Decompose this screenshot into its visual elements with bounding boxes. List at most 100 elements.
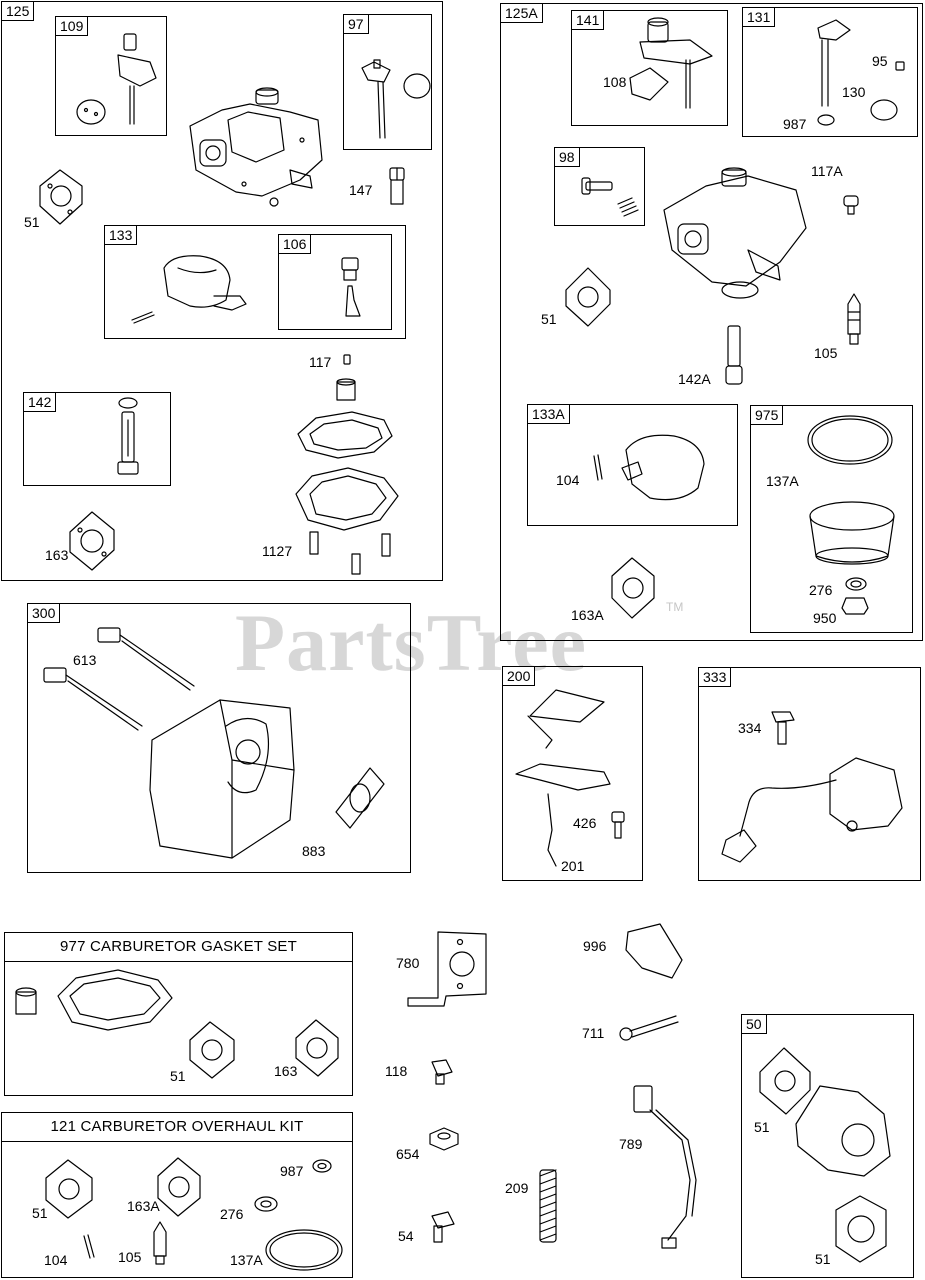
label-654: 654 bbox=[396, 1146, 420, 1162]
part-1127-screws bbox=[309, 531, 391, 575]
part-121-104-pin bbox=[83, 1234, 95, 1259]
box-975-tag: 975 bbox=[750, 405, 784, 425]
part-780-bracket bbox=[407, 931, 487, 1007]
label-51-kit-977: 51 bbox=[170, 1068, 186, 1084]
part-121-gasket-163a bbox=[157, 1157, 201, 1217]
kit-977-title: 977 CARBURETOR GASKET SET bbox=[5, 933, 352, 962]
part-133-float bbox=[131, 255, 247, 324]
label-987-kit-121: 987 bbox=[280, 1163, 304, 1179]
part-106-needle-seat bbox=[341, 257, 361, 317]
part-97-throttle-shaft bbox=[361, 59, 431, 139]
box-98-tag: 98 bbox=[554, 147, 580, 167]
label-780: 780 bbox=[396, 955, 420, 971]
label-163-gasket-125: 163 bbox=[45, 547, 69, 563]
part-977-gasket-51 bbox=[189, 1021, 235, 1079]
box-133-tag: 133 bbox=[104, 225, 138, 245]
part-975-bowl bbox=[809, 501, 895, 565]
part-141-choke-shaft bbox=[629, 17, 713, 109]
box-141: 141 bbox=[571, 10, 728, 126]
kit-977-gasket-set: 977 CARBURETOR GASKET SET bbox=[4, 932, 353, 1096]
label-95: 95 bbox=[872, 53, 888, 69]
box-125a-tag: 125A bbox=[500, 3, 543, 23]
box-106: 106 bbox=[278, 234, 392, 330]
label-51-gasket-125: 51 bbox=[24, 214, 40, 230]
label-789: 789 bbox=[619, 1136, 643, 1152]
part-51-gasket-125a bbox=[565, 267, 611, 327]
box-50: 50 bbox=[741, 1014, 914, 1278]
label-51-gasket-125a: 51 bbox=[541, 311, 557, 327]
part-51-gasket-left bbox=[39, 169, 83, 225]
part-426-screw bbox=[611, 811, 625, 839]
part-977-cap bbox=[15, 987, 37, 1015]
label-105-kit-121: 105 bbox=[118, 1249, 142, 1265]
label-209: 209 bbox=[505, 1180, 529, 1196]
box-50-tag: 50 bbox=[741, 1014, 767, 1034]
box-975: 975 bbox=[750, 405, 913, 633]
label-950: 950 bbox=[813, 610, 837, 626]
part-276-washer bbox=[845, 577, 867, 591]
part-121-gasket-51 bbox=[45, 1159, 93, 1219]
label-118: 118 bbox=[385, 1063, 408, 1079]
part-142-main-jet bbox=[117, 397, 139, 475]
box-133a-tag: 133A bbox=[527, 404, 570, 424]
part-163a-gasket bbox=[611, 557, 655, 619]
part-654-nut bbox=[429, 1127, 459, 1151]
label-201: 201 bbox=[561, 858, 585, 874]
label-334: 334 bbox=[738, 720, 762, 736]
label-137a-kit-121: 137A bbox=[230, 1252, 263, 1268]
label-426: 426 bbox=[573, 815, 597, 831]
part-117a-screw bbox=[843, 195, 859, 215]
label-51-box-50-bottom: 51 bbox=[815, 1251, 831, 1267]
label-276-975: 276 bbox=[809, 582, 833, 598]
box-125-tag: 125 bbox=[1, 1, 35, 21]
box-125: 125 bbox=[1, 1, 443, 581]
part-147-screw bbox=[389, 167, 405, 205]
box-300-tag: 300 bbox=[27, 603, 61, 623]
box-106-tag: 106 bbox=[278, 234, 312, 254]
label-996: 996 bbox=[583, 938, 607, 954]
part-996-shield bbox=[625, 923, 683, 979]
part-333-coil bbox=[721, 757, 903, 863]
label-130: 130 bbox=[842, 84, 866, 100]
box-97: 97 bbox=[343, 14, 432, 150]
box-133a: 133A bbox=[527, 404, 738, 526]
label-163a-kit-121: 163A bbox=[127, 1198, 160, 1214]
part-883-gasket bbox=[335, 767, 385, 829]
box-131-tag: 131 bbox=[742, 7, 776, 27]
part-977-bowl-gasket bbox=[57, 969, 173, 1031]
part-209-spring bbox=[539, 1169, 557, 1243]
label-51-kit-121: 51 bbox=[32, 1205, 48, 1221]
label-987-125a: 987 bbox=[783, 116, 807, 132]
part-54-screw bbox=[431, 1211, 455, 1243]
label-142a: 142A bbox=[678, 371, 711, 387]
label-104-kit-121: 104 bbox=[44, 1252, 68, 1268]
part-977-gasket-163 bbox=[295, 1019, 339, 1077]
part-163-gasket-left bbox=[69, 511, 115, 571]
box-141-tag: 141 bbox=[571, 10, 605, 30]
label-117: 117 bbox=[309, 354, 332, 370]
part-334-screw bbox=[771, 711, 795, 745]
kit-121-overhaul-kit: 121 CARBURETOR OVERHAUL KIT bbox=[1, 1112, 353, 1278]
part-950-bolt bbox=[841, 597, 869, 615]
box-133: 133 bbox=[104, 225, 406, 339]
part-117-plug bbox=[336, 354, 356, 401]
part-613-bolts bbox=[43, 627, 195, 731]
box-142-tag: 142 bbox=[23, 392, 57, 412]
part-105-needle bbox=[847, 293, 861, 345]
part-121-987-washer bbox=[312, 1159, 332, 1173]
part-121-276-washer bbox=[254, 1196, 278, 1212]
box-200: 200 bbox=[502, 666, 643, 881]
label-108: 108 bbox=[603, 74, 627, 90]
label-883: 883 bbox=[302, 843, 326, 859]
part-142a-main-jet bbox=[725, 325, 743, 385]
label-163-kit-977: 163 bbox=[274, 1063, 298, 1079]
box-125a: 125A bbox=[500, 3, 923, 641]
part-muffler bbox=[149, 699, 295, 859]
label-51-box-50-top: 51 bbox=[754, 1119, 770, 1135]
label-276-kit-121: 276 bbox=[220, 1206, 244, 1222]
part-133a-float bbox=[593, 434, 705, 501]
box-98: 98 bbox=[554, 147, 645, 226]
part-50-gasket-top bbox=[759, 1047, 811, 1115]
